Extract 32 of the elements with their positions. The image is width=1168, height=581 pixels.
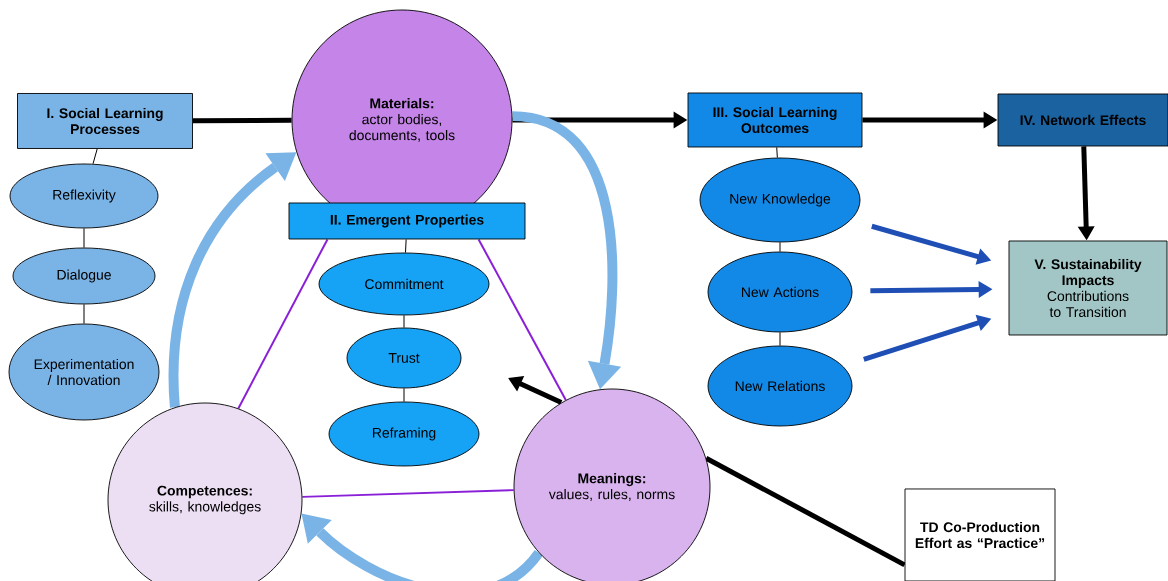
connector-line <box>92 148 98 165</box>
heading-box: IV. Network Effects <box>997 93 1168 147</box>
connector-line <box>403 387 405 403</box>
connector-line <box>83 303 85 325</box>
oval: New Knowledge <box>699 157 861 243</box>
connector-line <box>779 241 781 253</box>
connector-line <box>301 489 515 498</box>
oval: Reflexivity <box>9 163 159 229</box>
heading-box: I. Social Learning Processes <box>17 93 193 149</box>
oval: Dialogue <box>12 247 156 305</box>
oval: New Actions <box>707 251 853 333</box>
oval: Experimentation / Innovation <box>8 323 160 421</box>
connector-line <box>237 238 329 410</box>
connector-line <box>405 238 407 254</box>
oval: Commitment <box>318 252 490 316</box>
heading-box: II. Emergent Properties <box>288 202 526 240</box>
connector-line <box>403 314 405 329</box>
curved-arrow <box>511 111 622 390</box>
connector-line <box>83 227 85 249</box>
curved-arrow <box>168 152 297 408</box>
note-box: TD Co-Production Effort as “Practice” <box>904 488 1056 581</box>
connector-line <box>192 117 292 124</box>
oval: New Relations <box>707 345 853 427</box>
connector-line <box>779 331 781 347</box>
heading-box: V. Sustainability Impacts Contributions to Transition <box>1008 240 1168 336</box>
connector-line <box>477 238 567 402</box>
curved-arrow <box>301 513 543 581</box>
oval: Reframing <box>328 401 480 467</box>
heading-box: III. Social Learning Outcomes <box>687 92 863 148</box>
connector-line <box>776 146 778 159</box>
connector-line <box>704 456 906 568</box>
oval: Trust <box>346 327 462 389</box>
